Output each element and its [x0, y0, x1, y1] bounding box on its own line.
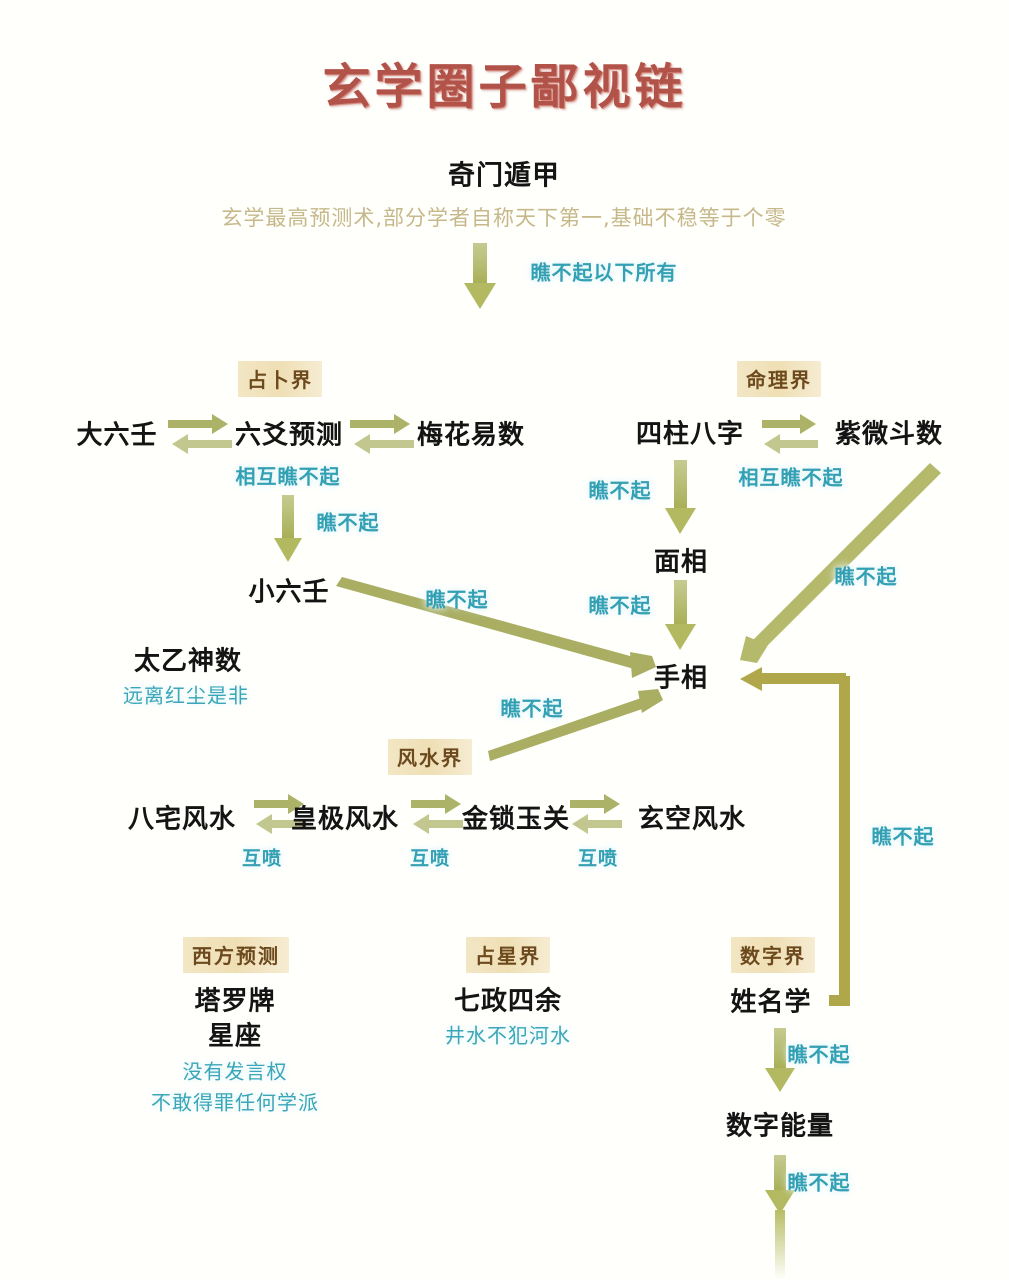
- node-xuankong-fengshui[interactable]: 玄空风水: [637, 804, 747, 835]
- badge-western: 西方预测: [183, 937, 289, 973]
- note-taiyi: 远离红尘是非: [123, 683, 249, 708]
- node-ziwei-doushu[interactable]: 紫微斗数: [834, 419, 944, 450]
- arrow-mianxiang-to-shouxiang: [665, 580, 696, 650]
- label-numerology-down-2: 瞧不起: [787, 1170, 851, 1195]
- label-fengshui-mutual-2: 互喷: [409, 847, 451, 870]
- label-fate-mutual: 相互瞧不起: [738, 465, 844, 490]
- node-shuzi-nengliang[interactable]: 数字能量: [725, 1111, 835, 1142]
- badge-numerology: 数字界: [731, 937, 815, 973]
- label-divination-mutual: 相互瞧不起: [235, 464, 341, 489]
- node-liuyao-yuce[interactable]: 六爻预测: [234, 420, 344, 451]
- node-shouxiang[interactable]: 手相: [653, 663, 709, 694]
- arrow-bi-daliuren-liuyao: [168, 414, 232, 454]
- badge-divination: 占卜界: [238, 361, 322, 397]
- label-xingmingxue-up: 瞧不起: [871, 824, 935, 849]
- arrow-bi-sizhu-ziwei: [762, 414, 818, 454]
- node-huangji-fengshui[interactable]: 皇极风水: [290, 804, 400, 835]
- node-taluopai[interactable]: 塔罗牌: [194, 986, 276, 1017]
- label-xiaoliuren-to-shouxiang: 瞧不起: [425, 587, 489, 612]
- arrow-sizhu-to-mianxiang: [665, 460, 696, 534]
- arrow-bi-liuyao-meihua: [350, 414, 414, 454]
- node-taiyi-shenshu[interactable]: 太乙神数: [133, 646, 243, 677]
- label-sizhu-down: 瞧不起: [588, 478, 652, 503]
- label-qimen-down: 瞧不起以下所有: [530, 260, 678, 285]
- note-astrology: 井水不犯河水: [445, 1023, 571, 1048]
- node-qizheng-siyu[interactable]: 七政四余: [453, 986, 563, 1017]
- page-title: 玄学圈子鄙视链: [322, 59, 687, 115]
- label-ziwei-diagonal: 瞧不起: [834, 564, 898, 589]
- arrow-liuyao-to-xiaoliuren: [274, 495, 302, 562]
- node-bazhai-fengshui[interactable]: 八宅风水: [127, 804, 237, 835]
- node-meihua-yishu[interactable]: 梅花易数: [416, 420, 526, 451]
- node-sizhu-bazi[interactable]: 四柱八字: [635, 419, 745, 450]
- badge-astrology: 占星界: [466, 937, 550, 973]
- arrow-bi-huangji-jinsuo: [411, 794, 463, 834]
- label-fengshui-up: 瞧不起: [500, 696, 564, 721]
- node-xingzuo[interactable]: 星座: [207, 1021, 263, 1052]
- node-qimen-dunjia[interactable]: 奇门遁甲: [448, 160, 560, 192]
- badge-fate: 命理界: [737, 361, 821, 397]
- note-western-1: 没有发言权: [182, 1059, 288, 1084]
- node-jinsuo-yuguan[interactable]: 金锁玉关: [461, 804, 571, 835]
- arrow-qimen-down: [464, 243, 496, 309]
- label-liuyao-down: 瞧不起: [316, 510, 380, 535]
- note-western-2: 不敢得罪任何学派: [151, 1090, 319, 1115]
- node-mianxiang[interactable]: 面相: [653, 547, 709, 578]
- badge-fengshui: 风水界: [388, 739, 472, 775]
- label-numerology-down-1: 瞧不起: [787, 1042, 851, 1067]
- qimen-description: 玄学最高预测术,部分学者自称天下第一,基础不稳等于个零: [221, 206, 787, 230]
- node-xingmingxue[interactable]: 姓名学: [730, 987, 812, 1018]
- arrow-bi-jinsuo-xuankong: [570, 794, 622, 834]
- label-fengshui-mutual-3: 互喷: [577, 847, 619, 870]
- label-fengshui-mutual-1: 互喷: [241, 847, 283, 870]
- node-da-liuren[interactable]: 大六壬: [76, 420, 158, 451]
- node-xiao-liuren[interactable]: 小六壬: [248, 577, 330, 608]
- label-mianxiang-down: 瞧不起: [588, 593, 652, 618]
